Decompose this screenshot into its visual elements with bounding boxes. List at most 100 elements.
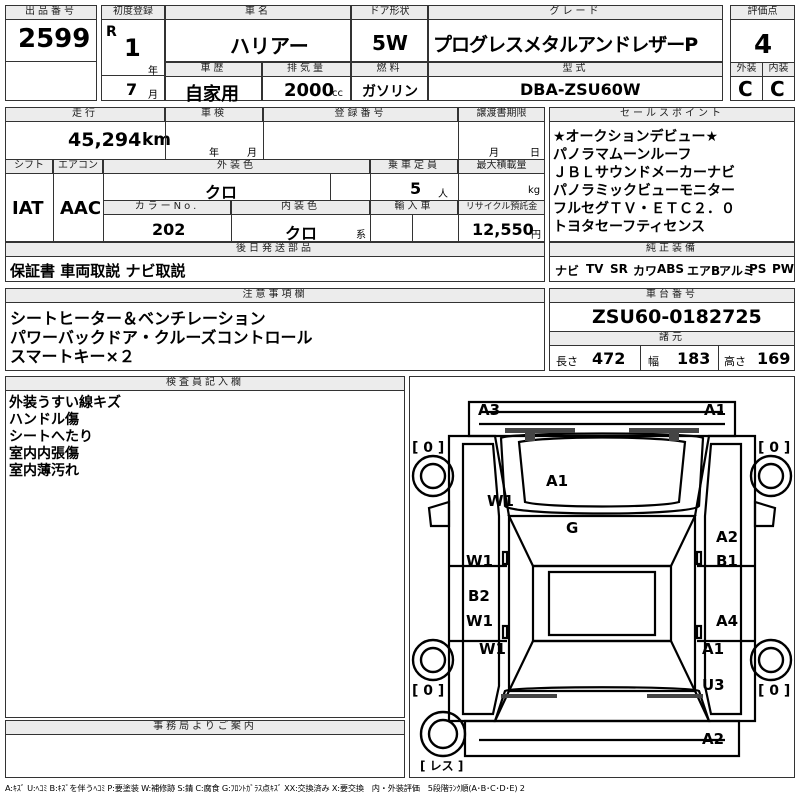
dims-divider-1 (640, 346, 641, 371)
rating-score: 4 (754, 30, 773, 60)
int-color-left-line (231, 200, 232, 242)
history-value: 自家用 (185, 84, 239, 105)
car-name: ハリアー (230, 34, 309, 58)
rating-label: 評価点 (730, 5, 795, 20)
sales-point-6: トヨタセーフティセンス (553, 219, 706, 235)
mark-w1-left-rear-fender: W1 (479, 640, 506, 658)
equipment-ps: PS (749, 262, 767, 276)
tire-rear-left: [ 0 ] (412, 683, 445, 699)
later-parts-label: 後日発送部品 (5, 242, 545, 257)
int-color-unit: 系 (356, 230, 366, 241)
int-color-label: 内装色 (231, 200, 370, 215)
displacement-value: 2000 (284, 80, 335, 101)
mark-w1-left-fender: W1 (487, 492, 514, 510)
dims-width: 183 (677, 349, 711, 368)
inspector-box (5, 376, 405, 718)
inspector-line-5: 室内薄汚れ (9, 463, 79, 479)
reg-number-left-line (263, 107, 264, 159)
spec-block (5, 107, 545, 242)
import-sub-line (412, 215, 413, 242)
door-type: 5W (372, 31, 408, 55)
tire-rear-right: [ 0 ] (758, 683, 791, 699)
sales-point-2: パノラマムーンルーフ (553, 147, 692, 163)
mark-a4-right-rear-door: A4 (716, 612, 739, 630)
recycle-unit: 円 (531, 230, 541, 241)
car-name-label: 車名 (165, 5, 351, 20)
fuel-label: 燃料 (351, 62, 428, 77)
lot-label: 出品番号 (5, 5, 97, 20)
reg-number-label: 登録番号 (263, 107, 458, 122)
transfer-day-unit: 日 (530, 148, 540, 159)
color-no-value: 202 (152, 220, 186, 239)
capacity-unit: 人 (438, 189, 448, 200)
sales-points-label: セールスポイント (549, 107, 795, 122)
transfer-month-unit: 月 (489, 148, 499, 159)
model-code: DBA-ZSU60W (520, 80, 641, 99)
first-reg-month-unit: 月 (148, 90, 158, 101)
equipment-abs: ABS (657, 262, 685, 276)
ext-color-value: クロ (205, 183, 238, 202)
color-no-label: カラーNo. (103, 200, 231, 215)
max-load-label: 最大積載量 (458, 159, 545, 174)
inspector-line-4: 室内内張傷 (9, 446, 79, 462)
notes-label: 注意事項欄 (5, 288, 545, 303)
mileage-value: 45,294 (68, 129, 142, 151)
dims-divider-2 (718, 346, 719, 371)
sales-points-box (549, 107, 795, 242)
first-reg-label: 初度登録 (101, 5, 165, 20)
dims-height-label: 高さ (724, 355, 746, 368)
rating-int-value: C (770, 77, 785, 101)
inspection-label: 車検 (165, 107, 263, 122)
first-reg-year: 1 (124, 34, 141, 62)
inspection-month-unit: 月 (247, 148, 257, 159)
legend: A:ｷｽﾞ U:ﾍｺﾐ B:ｷｽﾞを伴うﾍｺﾐ P:要塗装 W:補修跡 S:錆 … (5, 783, 525, 793)
mark-w1-left-front-door: W1 (466, 552, 493, 570)
lot-number: 2599 (18, 24, 91, 54)
sales-point-3: ＪＢＬサウンドメーカーナビ (553, 165, 735, 181)
inspection-left-line (165, 107, 166, 159)
notes-line-3: スマートキー×２ (10, 347, 135, 366)
rating-ext-label: 外装 (730, 62, 763, 77)
import-label: 輸入車 (370, 200, 458, 215)
mark-b2-left-rear-door: B2 (468, 587, 490, 605)
mark-a3-front-left: A3 (478, 401, 501, 419)
lot-box (5, 5, 97, 101)
first-reg-year-unit: 年 (148, 66, 158, 77)
ac-label: エアコン (53, 159, 103, 174)
first-reg-box (101, 5, 165, 101)
equipment-sr: SR (610, 262, 628, 276)
dims-length-label: 長さ (556, 355, 578, 368)
equipment-airbag: エアB (687, 264, 721, 278)
capacity-value: 5 (410, 179, 422, 198)
notes-line-1: シートヒーター＆ベンチレーション (10, 309, 266, 328)
rating-ext-value: C (738, 77, 753, 101)
fuel-value: ガソリン (362, 84, 418, 100)
transfer-label: 譲渡書期限 (458, 107, 545, 122)
first-reg-divider (101, 75, 165, 76)
mark-u3-right-rear: U3 (702, 676, 725, 694)
equipment-leather: カワ (633, 264, 658, 278)
inspector-line-3: シートへたり (9, 429, 93, 445)
shift-value: IAT (12, 198, 44, 219)
mark-a2-right-door: A2 (716, 528, 739, 546)
history-label: 車歴 (165, 62, 262, 77)
mark-a2-rear-bumper: A2 (702, 730, 725, 748)
equipment-label: 純正装備 (549, 242, 795, 257)
tire-front-right: [ 0 ] (758, 440, 791, 456)
grade-label: グレード (428, 5, 723, 20)
ac-value: AAC (60, 198, 102, 219)
max-load-unit: kg (528, 185, 541, 196)
sales-point-4: パノラミックビューモニター (553, 183, 735, 199)
sales-point-5: フルセグＴＶ・ＥＴＣ２．０ (553, 201, 735, 217)
office-label: 事務局よりご案内 (5, 720, 405, 735)
rating-int-label: 内装 (762, 62, 795, 77)
transfer-left-line (458, 107, 459, 159)
mileage-unit: km (142, 130, 172, 150)
door-label: ドア形状 (351, 5, 428, 20)
inspector-label: 検査員記入欄 (5, 376, 405, 391)
capacity-label: 乗車定員 (370, 159, 458, 174)
inspector-line-1: 外装うすい線キズ (9, 395, 121, 411)
dims-label: 諸元 (549, 331, 795, 346)
dims-width-label: 幅 (648, 355, 659, 368)
displacement-unit: cc (332, 88, 343, 99)
